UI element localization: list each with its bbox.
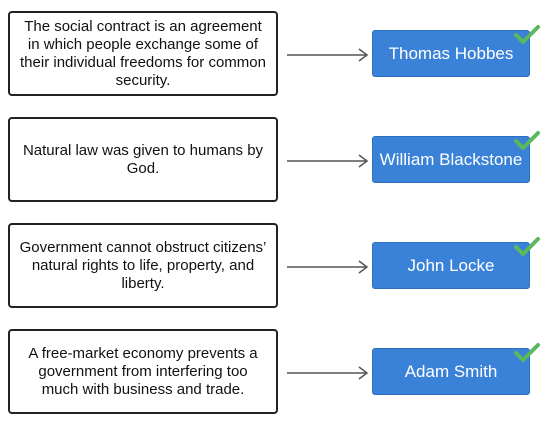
match-row-3: Government cannot obstruct citizens’ nat… (0, 223, 549, 313)
prompt-box: A free-market economy prevents a governm… (8, 329, 278, 414)
checkmark-icon (514, 131, 540, 150)
checkmark-icon (514, 25, 540, 44)
match-row-2: Natural law was given to humans by God. … (0, 117, 549, 207)
prompt-box: Natural law was given to humans by God. (8, 117, 278, 202)
answer-button[interactable]: Adam Smith (372, 348, 530, 395)
prompt-box: The social contract is an agreement in w… (8, 11, 278, 96)
arrow-right-icon (287, 260, 369, 274)
match-row-4: A free-market economy prevents a governm… (0, 329, 549, 419)
answer-button[interactable]: William Blackstone (372, 136, 530, 183)
answer-button[interactable]: Thomas Hobbes (372, 30, 530, 77)
prompt-text: Government cannot obstruct citizens’ nat… (19, 238, 267, 292)
prompt-text: The social contract is an agreement in w… (20, 17, 266, 89)
checkmark-icon (514, 343, 540, 362)
prompt-box: Government cannot obstruct citizens’ nat… (8, 223, 278, 308)
arrow-right-icon (287, 48, 369, 62)
prompt-text: A free-market economy prevents a governm… (28, 344, 258, 398)
arrow-right-icon (287, 154, 369, 168)
arrow-right-icon (287, 366, 369, 380)
match-row-1: The social contract is an agreement in w… (0, 11, 549, 101)
answer-button[interactable]: John Locke (372, 242, 530, 289)
prompt-text: Natural law was given to humans by God. (22, 141, 264, 177)
checkmark-icon (514, 237, 540, 256)
